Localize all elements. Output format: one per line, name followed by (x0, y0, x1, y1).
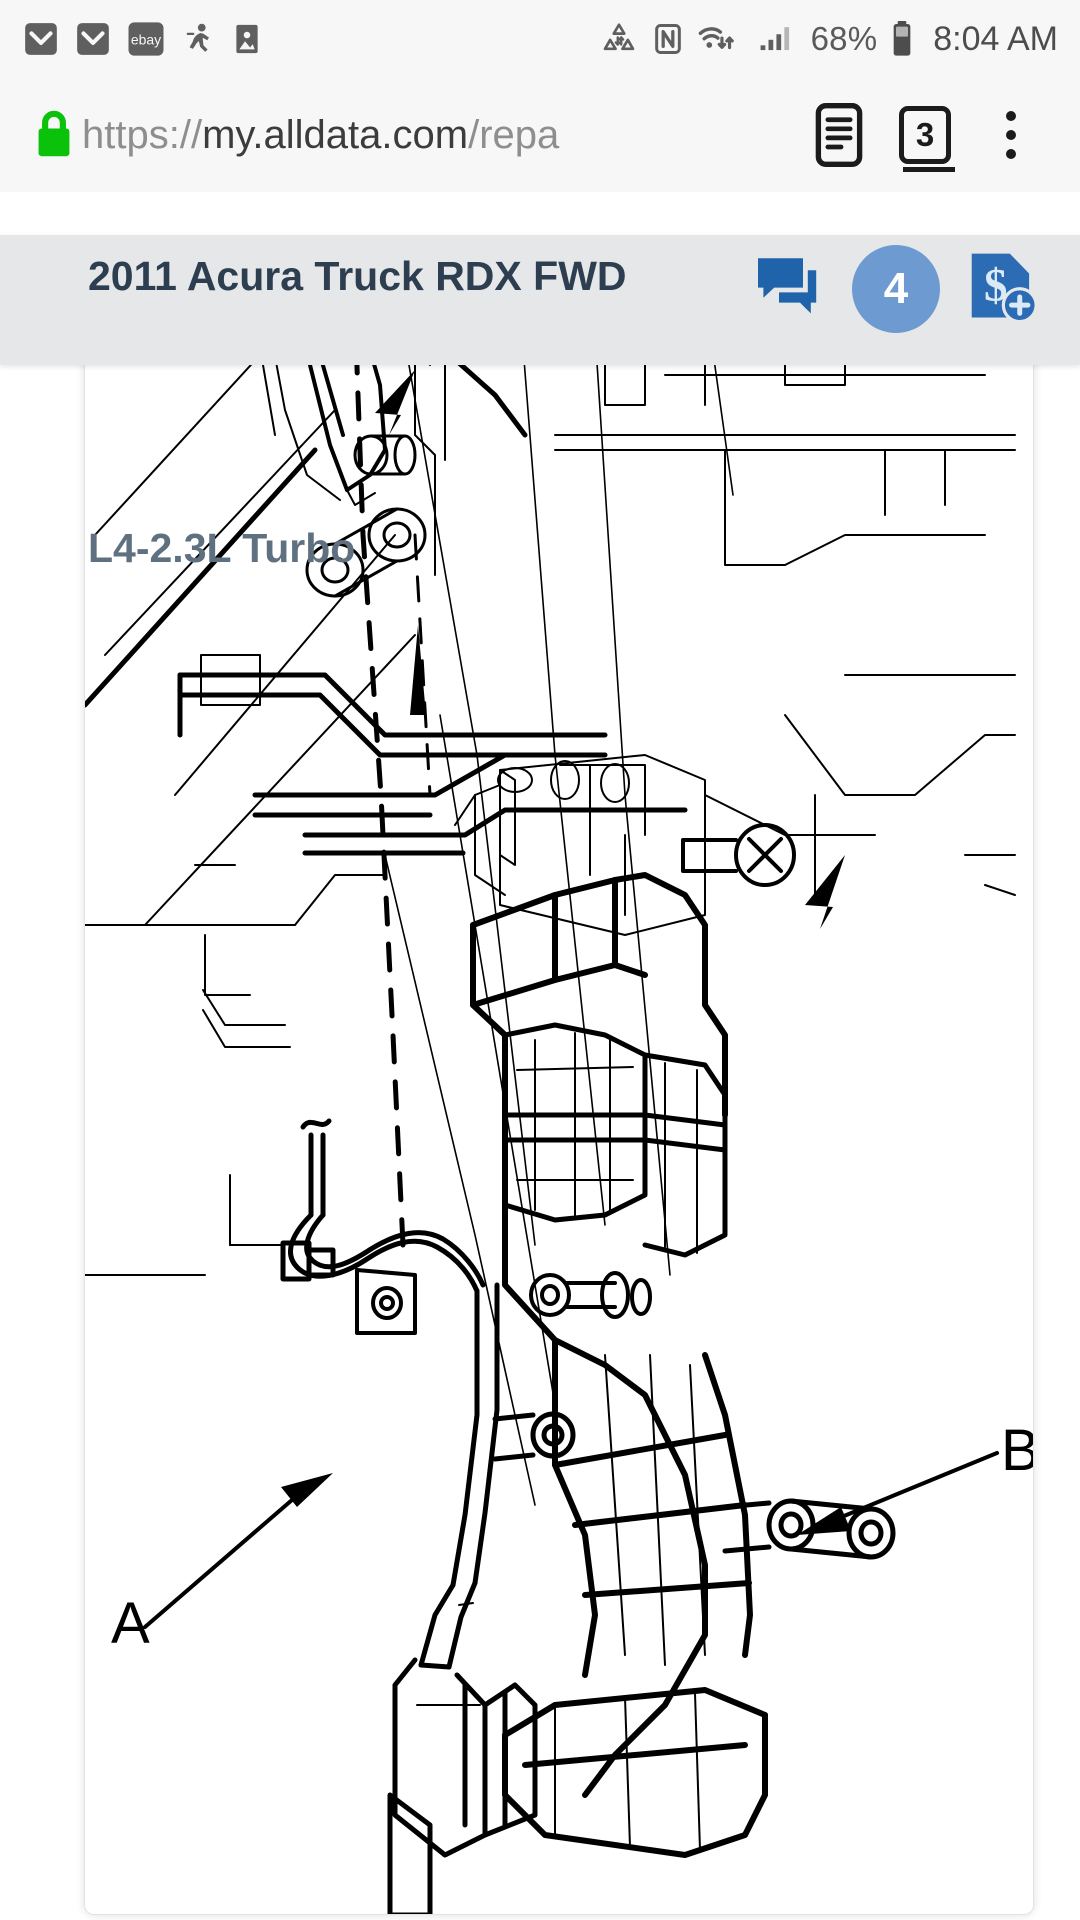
engine-subtitle: L4-2.3L Turbo (88, 525, 356, 571)
url-field[interactable]: https://my.alldata.com/repa (82, 105, 796, 165)
url-fade-overlay (706, 105, 796, 165)
mail-icon (22, 20, 60, 58)
nfc-icon (651, 20, 685, 58)
svg-text:$: $ (984, 259, 1007, 311)
overflow-menu-icon[interactable] (968, 92, 1054, 178)
pedal-assembly-diagram (85, 235, 1016, 1914)
tab-count-label: 3 (899, 106, 955, 172)
kebab-dots (1006, 111, 1016, 159)
vehicle-header-actions: 4 $ (752, 245, 1080, 333)
url-text: https://my.alldata.com/repa (82, 112, 560, 157)
lock-icon (26, 108, 82, 162)
signal-bars-icon (757, 20, 799, 58)
battery-icon (889, 19, 915, 59)
document-viewport[interactable]: A B L4-2.3L Turbo (0, 235, 1080, 1920)
fitness-runner-icon (180, 20, 216, 58)
gallery-photo-icon (230, 20, 264, 58)
status-bar: ebay (0, 0, 1080, 78)
document-page: A B (84, 235, 1034, 1915)
mail-icon-2 (74, 20, 112, 58)
data-saver-recycle-icon (599, 20, 639, 58)
wifi-icon (697, 20, 745, 58)
svg-text:ebay: ebay (131, 31, 161, 47)
browser-toolbar: https://my.alldata.com/repa 3 (0, 78, 1080, 192)
chat-bubbles-icon[interactable] (752, 248, 830, 331)
tab-switcher-button[interactable]: 3 (882, 92, 968, 178)
battery-percent-label: 68% (810, 20, 878, 57)
clock-label: 8:04 AM (933, 19, 1058, 58)
ebay-icon: ebay (126, 19, 166, 59)
vehicle-header-bar: 2011 Acura Truck RDX FWD 4 $ (0, 235, 1080, 365)
callout-b-label: B (1001, 1417, 1033, 1484)
notification-badge[interactable]: 4 (852, 245, 940, 333)
callout-a-label: A (111, 1591, 150, 1656)
add-estimate-icon[interactable]: $ (962, 246, 1040, 333)
status-bar-right-icons: 68% 8:04 AM (599, 19, 1058, 59)
reader-mode-icon[interactable] (796, 92, 882, 178)
status-bar-left-icons: ebay (22, 19, 264, 59)
vehicle-title: 2011 Acura Truck RDX FWD (88, 253, 627, 299)
